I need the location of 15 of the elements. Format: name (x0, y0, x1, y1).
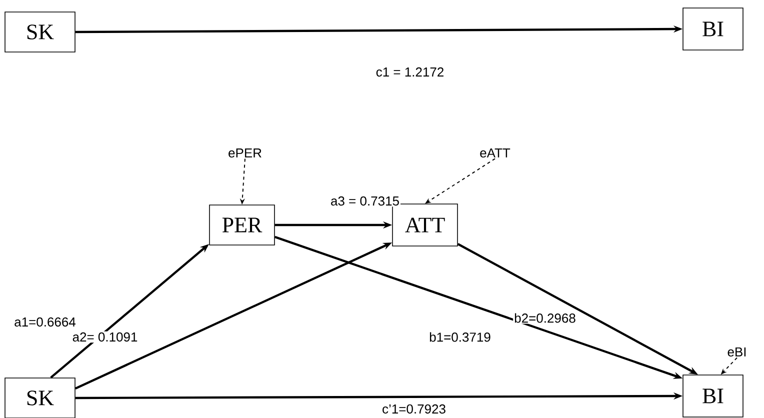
error-term-label: ePER (228, 148, 262, 158)
edge-label: a2= 0.1091 (71, 331, 139, 343)
edge-label: b2=0.2968 (513, 312, 577, 324)
error-term-label: eBI (728, 347, 746, 357)
edge-label: a1=0.6664 (13, 316, 77, 328)
edge-label: a3 = 0.7315 (329, 195, 401, 207)
edge-label: c’1=0.7923 (381, 403, 447, 415)
variable-box: BI (682, 8, 744, 50)
variable-box: SK (4, 12, 76, 52)
variable-box: PER (209, 204, 275, 246)
variable-box: SK (4, 378, 76, 418)
edge-label: b1=0.3719 (428, 331, 492, 343)
edge-label: c1 = 1.2172 (374, 66, 446, 78)
error-term-label: eATT (480, 148, 510, 158)
variable-box: BI (682, 374, 744, 418)
